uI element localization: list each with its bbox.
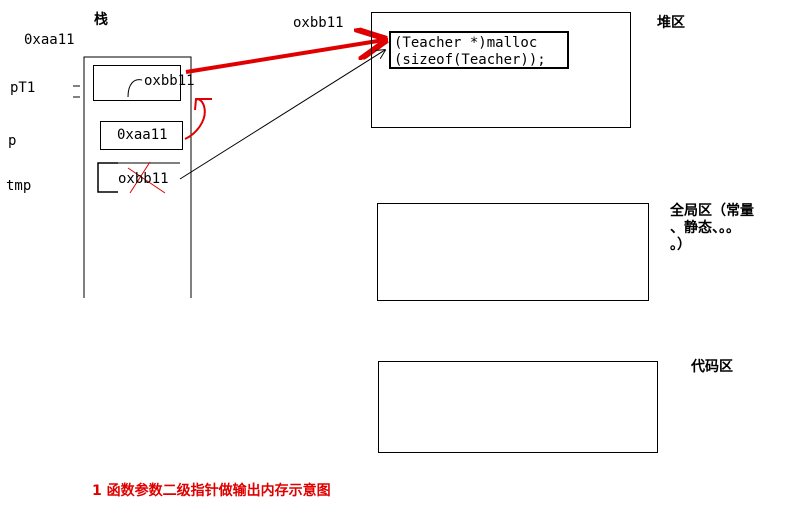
heap-code-line2: (sizeof(Teacher));	[394, 52, 546, 68]
code-region	[378, 361, 658, 453]
tmp-bracket	[97, 162, 118, 193]
stack-title: 栈	[94, 12, 108, 28]
tmp-to-heap-arrow	[179, 50, 385, 180]
p-to-pt1-arrowhead	[194, 98, 212, 111]
global-title-line2: 、静态、。。	[670, 220, 740, 236]
pt1-inner-curl	[127, 79, 143, 98]
global-region	[377, 203, 649, 301]
tmp-cross-2	[129, 161, 151, 194]
heap-code-line1: (Teacher *)malloc	[394, 35, 538, 51]
tmp-value: oxbb11	[118, 171, 169, 187]
tmp-label: tmp	[6, 178, 32, 194]
global-title-line3: 。）	[670, 237, 691, 253]
stack-frame-border	[83, 56, 192, 298]
heap-title: 堆区	[657, 15, 685, 31]
p-cell	[100, 121, 183, 150]
heap-region	[371, 12, 631, 128]
tmp-cross-1	[127, 167, 166, 194]
p-value: 0xaa11	[117, 127, 168, 143]
pt1-cell	[93, 65, 181, 101]
pt1-value: oxbb11	[144, 73, 195, 89]
pt1-label: pT1	[10, 80, 36, 96]
stack-base-address: 0xaa11	[24, 32, 75, 48]
heap-code-box	[389, 31, 569, 69]
p-label: p	[8, 133, 17, 149]
code-title: 代码区	[691, 359, 733, 375]
diagram-caption: 1 函数参数二级指针做输出内存示意图	[92, 483, 331, 499]
pt1-to-heap-arrow	[185, 40, 384, 74]
global-title-line1: 全局区（常量	[670, 203, 754, 219]
heap-address: oxbb11	[293, 15, 344, 31]
